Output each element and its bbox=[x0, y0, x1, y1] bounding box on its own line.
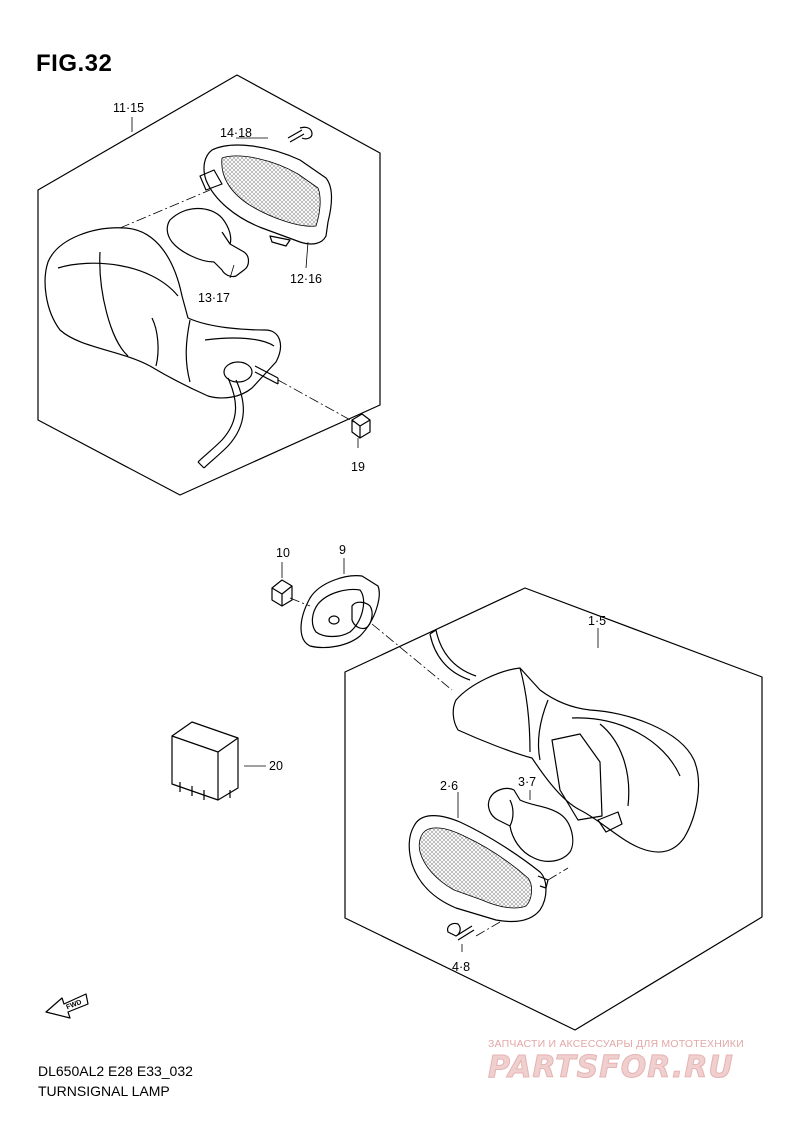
bulb-bottom bbox=[487, 787, 574, 862]
fwd-arrow-icon: FWD bbox=[45, 993, 89, 1019]
watermark-subtitle: ЗАПЧАСТИ И АКСЕССУАРЫ ДЛЯ МОТОТЕХНИКИ bbox=[488, 1038, 744, 1050]
model-code: DL650AL2 E28 E33_032 bbox=[38, 1063, 193, 1079]
lens-top bbox=[203, 144, 333, 245]
watermark-brand: PARTSFOR.RU bbox=[488, 1050, 734, 1086]
lamp-stud bbox=[254, 365, 279, 385]
screw-top bbox=[287, 126, 313, 143]
lamp-wire bbox=[197, 377, 237, 463]
middle-parts-group bbox=[271, 558, 453, 691]
top-assembly-box bbox=[37, 74, 381, 496]
callout-4-8: 4·8 bbox=[452, 960, 471, 974]
relay-20 bbox=[171, 721, 266, 801]
callout-10: 10 bbox=[276, 546, 290, 560]
callout-11-15: 11·15 bbox=[113, 101, 145, 115]
bottom-assembly-box bbox=[344, 587, 763, 1031]
callout-3-7: 3·7 bbox=[518, 775, 537, 789]
lamp-housing-front bbox=[44, 227, 282, 399]
callout-19: 19 bbox=[351, 460, 365, 474]
callout-12-16: 12·16 bbox=[290, 272, 322, 286]
callout-14-18: 14·18 bbox=[220, 126, 252, 140]
bulb-top bbox=[166, 207, 250, 278]
bottom-assembly-group bbox=[344, 587, 763, 1031]
figure-title: FIG.32 bbox=[36, 50, 113, 77]
callout-1-5: 1·5 bbox=[588, 614, 607, 628]
callout-13-17: 13·17 bbox=[198, 291, 230, 305]
callout-9: 9 bbox=[339, 543, 346, 557]
lens-bottom bbox=[408, 815, 547, 923]
callout-20: 20 bbox=[269, 759, 283, 773]
nut-10 bbox=[271, 579, 293, 607]
diagram-description: TURNSIGNAL LAMP bbox=[38, 1083, 170, 1099]
rear-lamp-wire bbox=[429, 629, 477, 681]
callout-2-6: 2·6 bbox=[440, 779, 459, 793]
lamp-housing-rear bbox=[452, 667, 700, 853]
nut-19 bbox=[351, 413, 371, 439]
screw-bottom bbox=[447, 922, 475, 941]
top-assembly-group bbox=[37, 74, 381, 496]
gasket-9 bbox=[300, 575, 380, 649]
